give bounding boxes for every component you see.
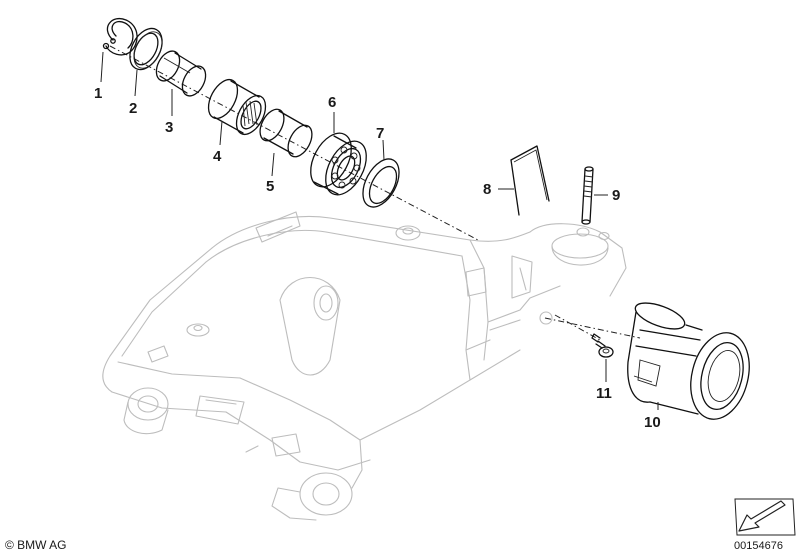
part-5-spacer-sleeve (259, 108, 313, 158)
assembly-axis-lines (109, 45, 641, 341)
callout-8: 8 (483, 181, 491, 198)
part-7-seal (362, 158, 400, 208)
part-10-eccentric-sleeve (627, 302, 750, 420)
callout-7: 7 (376, 125, 384, 142)
part-1-circlip (102, 17, 138, 56)
callout-2: 2 (129, 100, 137, 117)
callout-10: 10 (644, 414, 661, 431)
part-11-screw (591, 333, 614, 358)
copyright-notice: © BMW AG (5, 538, 67, 552)
swing-arm (102, 211, 627, 521)
part-4-needle-bearing (207, 78, 267, 136)
part-3-bearing-sleeve (155, 50, 207, 97)
view-direction-arrow-icon (734, 498, 796, 536)
part-6-ball-bearing (310, 132, 367, 196)
callout-3: 3 (165, 119, 173, 136)
callout-4: 4 (213, 148, 222, 165)
callout-6: 6 (328, 94, 336, 111)
image-number: 00154676 (734, 540, 783, 552)
callout-9: 9 (612, 187, 620, 204)
part-2-seal-ring (129, 27, 163, 71)
leader-lines (100, 51, 659, 410)
callout-5: 5 (266, 178, 274, 195)
part-8-wire-clip (510, 145, 550, 216)
callout-1: 1 (94, 85, 102, 102)
callout-labels: 1 2 3 4 5 6 7 8 9 10 11 (94, 85, 661, 431)
callout-11: 11 (596, 385, 612, 402)
part-9-stud-bolt (581, 166, 594, 225)
